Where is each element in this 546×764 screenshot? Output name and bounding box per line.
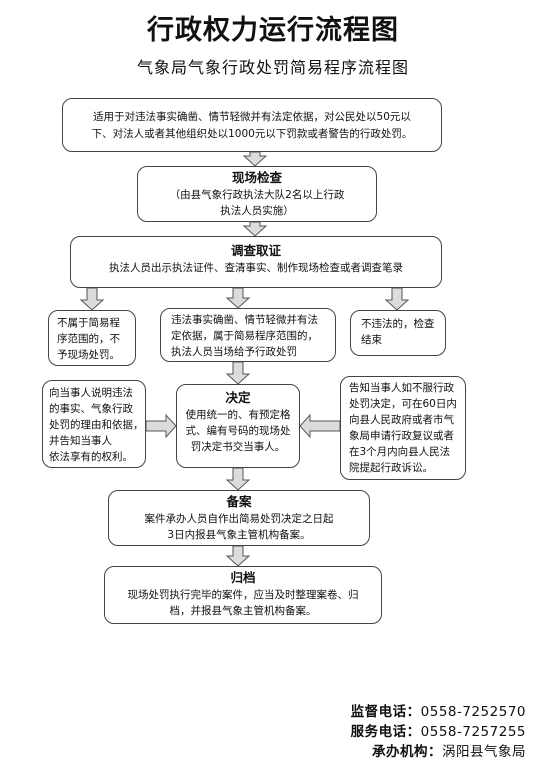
supervise-phone-label: 监督电话： xyxy=(350,704,421,720)
service-phone-label: 服务电话： xyxy=(350,724,421,740)
not-illegal-box: 不违法的，检查 结束 xyxy=(350,310,446,356)
inspection-heading: 现场检查 xyxy=(231,170,282,185)
appeal-text: 告知当事人如不服行政 处罚决定，可在60日内 向县人民政府或者市气 象局申请行政… xyxy=(349,382,457,474)
archive-heading: 归档 xyxy=(230,570,256,585)
arrow-decision-to-record xyxy=(225,467,251,491)
record-text: 案件承办人员自作出简易处罚决定之日起 3日内报县气象主管机构备案。 xyxy=(144,513,334,541)
arrow-inspection-to-investigation xyxy=(242,221,268,237)
agency-label: 承办机构： xyxy=(372,744,442,760)
arrow-investigation-to-not-simple xyxy=(79,287,105,311)
supervise-phone: 监督电话：0558-7252570 xyxy=(351,700,526,720)
agency-value: 涡阳县气象局 xyxy=(442,744,526,760)
investigation-text: 执法人员出示执法证件、查清事实、制作现场检查或者调查笔录 xyxy=(109,262,403,274)
record-box: 备案 案件承办人员自作出简易处罚决定之日起 3日内报县气象主管机构备案。 xyxy=(108,490,370,546)
arrow-appeal-to-decision xyxy=(299,413,341,439)
not-simple-text: 不属于简易程 序范围的，不 予现场处罚。 xyxy=(57,317,120,361)
archive-text: 现场处罚执行完毕的案件，应当及时整理案卷、归 档，并报县气象主管机构备案。 xyxy=(127,589,359,617)
arrow-investigation-to-not-illegal xyxy=(384,287,410,311)
inspection-text: （由县气象行政执法大队2名以上行政 执法人员实施） xyxy=(169,189,345,217)
scope-box: 适用于对违法事实确凿、情节轻微并有法定依据，对公民处以50元以 下、对法人或者其… xyxy=(62,98,442,152)
supervise-phone-value: 0558-7252570 xyxy=(420,704,526,720)
decision-heading: 决定 xyxy=(225,390,251,405)
arrow-record-to-archive xyxy=(225,545,251,567)
agency: 承办机构：涡阳县气象局 xyxy=(372,740,526,760)
arrow-simple-to-decision xyxy=(225,361,251,385)
simple-procedure-box: 违法事实确凿、情节轻微并有法 定依据，属于简易程序范围的， 执法人员当场给予行政… xyxy=(160,308,336,362)
arrow-explain-to-decision xyxy=(145,413,177,439)
simple-procedure-text: 违法事实确凿、情节轻微并有法 定依据，属于简易程序范围的， 执法人员当场给予行政… xyxy=(171,314,318,358)
decision-box: 决定 使用统一的、有预定格 式、编有号码的现场处 罚决定书交当事人。 xyxy=(176,384,300,468)
not-simple-box: 不属于简易程 序范围的，不 予现场处罚。 xyxy=(48,310,136,366)
service-phone-value: 0558-7257255 xyxy=(420,724,526,740)
decision-text: 使用统一的、有预定格 式、编有号码的现场处 罚决定书交当事人。 xyxy=(185,409,291,453)
archive-box: 归档 现场处罚执行完毕的案件，应当及时整理案卷、归 档，并报县气象主管机构备案。 xyxy=(104,566,382,624)
appeal-box: 告知当事人如不服行政 处罚决定，可在60日内 向县人民政府或者市气 象局申请行政… xyxy=(340,376,466,480)
not-illegal-text: 不违法的，检查 结束 xyxy=(361,318,435,346)
service-phone: 服务电话：0558-7257255 xyxy=(351,720,526,740)
scope-text: 适用于对违法事实确凿、情节轻微并有法定依据，对公民处以50元以 下、对法人或者其… xyxy=(91,111,413,140)
arrow-investigation-to-simple xyxy=(225,287,251,309)
investigation-heading: 调查取证 xyxy=(230,243,281,258)
explain-text: 向当事人说明违法 的事实、气象行政 处罚的理由和依据， 并告知当事人 依法享有的… xyxy=(49,387,144,463)
explain-box: 向当事人说明违法 的事实、气象行政 处罚的理由和依据， 并告知当事人 依法享有的… xyxy=(42,380,146,468)
page-title: 行政权力运行流程图 xyxy=(147,15,399,46)
arrow-scope-to-inspection xyxy=(242,151,268,167)
record-heading: 备案 xyxy=(226,494,252,509)
investigation-box: 调查取证 执法人员出示执法证件、查清事实、制作现场检查或者调查笔录 xyxy=(70,236,442,288)
page-subtitle: 气象局气象行政处罚简易程序流程图 xyxy=(136,58,409,77)
inspection-box: 现场检查 （由县气象行政执法大队2名以上行政 执法人员实施） xyxy=(137,166,377,222)
